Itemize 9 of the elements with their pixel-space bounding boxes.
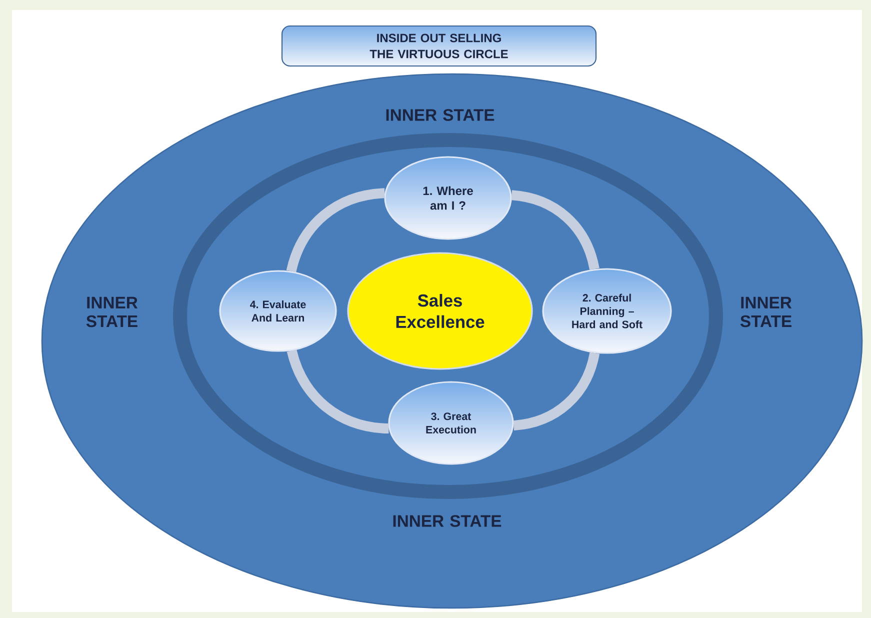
section-label: INNER STATE — [740, 296, 792, 328]
ring-arc — [513, 352, 600, 431]
section-label: INNER STATE — [86, 296, 138, 328]
ring-arc — [511, 190, 600, 270]
ring-arc — [286, 188, 386, 273]
title-box: INSIDE OUT SELLING THE VIRTUOUS CIRCLE — [281, 25, 597, 67]
section-label: INNER STATE — [393, 515, 502, 527]
ring-arc — [286, 349, 390, 434]
section-label: INNER STATE — [386, 109, 494, 121]
